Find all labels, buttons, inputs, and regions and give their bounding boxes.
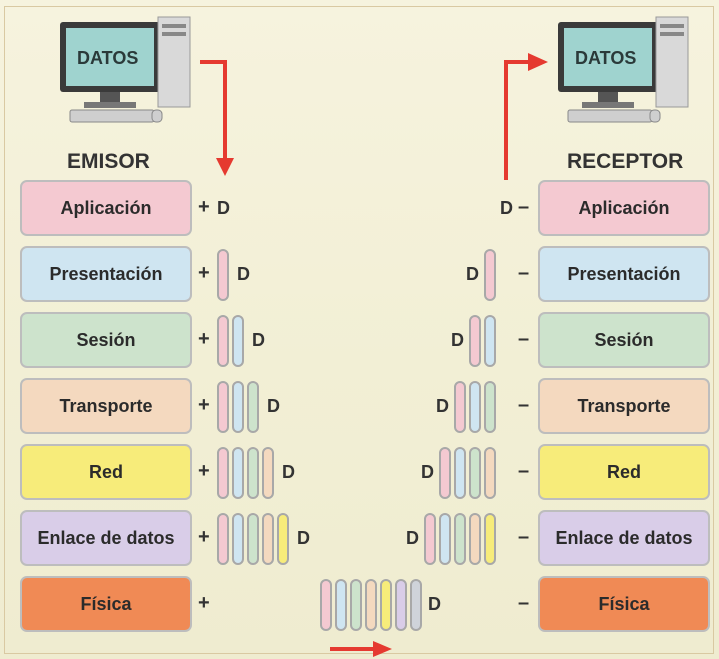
emisor-plus-7: + bbox=[198, 592, 210, 614]
receptor-data-label: DATOS bbox=[575, 48, 637, 68]
transit-header-pill bbox=[395, 579, 407, 631]
bottom-arrow-head bbox=[373, 641, 392, 657]
receptor-data-d-4: D bbox=[436, 396, 449, 416]
receptor-layer-7: Física bbox=[538, 576, 710, 632]
receptor-layer-4: Transporte bbox=[538, 378, 710, 434]
emisor-header-pill bbox=[232, 381, 244, 433]
emisor-plus-4: + bbox=[198, 394, 210, 416]
receptor-layer-6: Enlace de datos bbox=[538, 510, 710, 566]
emisor-header-pill bbox=[217, 513, 229, 565]
emisor-plus-1: + bbox=[198, 196, 210, 218]
receptor-minus-4: – bbox=[518, 394, 530, 416]
receptor-header-pill bbox=[484, 513, 496, 565]
flow-arrows bbox=[200, 53, 548, 657]
receptor-header-pill bbox=[424, 513, 436, 565]
emisor-header-pill bbox=[217, 315, 229, 367]
emisor-data-d-5: D bbox=[282, 462, 295, 482]
transit-data-d: D bbox=[428, 594, 441, 614]
emisor-header-pill bbox=[217, 447, 229, 499]
emisor-header-pill bbox=[247, 381, 259, 433]
emisor-data-d-4: D bbox=[267, 396, 280, 416]
transit-header-pill bbox=[320, 579, 332, 631]
emisor-layer-6: Enlace de datos bbox=[20, 510, 192, 566]
receptor-minus-5: – bbox=[518, 460, 530, 482]
emisor-layer-3: Sesión bbox=[20, 312, 192, 368]
receptor-layer-1: Aplicación bbox=[538, 180, 710, 236]
up-arrow bbox=[504, 60, 530, 180]
receptor-header-pill bbox=[439, 447, 451, 499]
emisor-data-d-3: D bbox=[252, 330, 265, 350]
receptor-layer-3: Sesión bbox=[538, 312, 710, 368]
receptor-minus-2: – bbox=[518, 262, 530, 284]
receptor-header-pill bbox=[439, 513, 451, 565]
emisor-layer-5: Red bbox=[20, 444, 192, 500]
emisor-layer-2: Presentación bbox=[20, 246, 192, 302]
emisor-header-pill bbox=[217, 381, 229, 433]
receptor-header-pill bbox=[484, 249, 496, 301]
transit-header-pill bbox=[380, 579, 392, 631]
receptor-computer-icon bbox=[558, 16, 689, 123]
emisor-header-pill bbox=[217, 249, 229, 301]
down-arrow-head bbox=[216, 158, 234, 176]
receptor-data-d-6: D bbox=[406, 528, 419, 548]
receptor-header-pill bbox=[454, 381, 466, 433]
emisor-header-pill bbox=[247, 447, 259, 499]
emisor-header-pill bbox=[232, 447, 244, 499]
emisor-plus-2: + bbox=[198, 262, 210, 284]
emisor-data-d-1: D bbox=[217, 198, 230, 218]
emisor-header-pill bbox=[232, 513, 244, 565]
receptor-layer-5: Red bbox=[538, 444, 710, 500]
emisor-data-label: DATOS bbox=[77, 48, 139, 68]
receptor-data-d-5: D bbox=[421, 462, 434, 482]
emisor-plus-3: + bbox=[198, 328, 210, 350]
receptor-header-pill bbox=[469, 513, 481, 565]
receptor-header-pill bbox=[454, 513, 466, 565]
emisor-header-pill bbox=[262, 447, 274, 499]
receptor-data-d-3: D bbox=[451, 330, 464, 350]
emisor-data-d-2: D bbox=[237, 264, 250, 284]
receptor-minus-1: – bbox=[518, 196, 530, 218]
down-arrow bbox=[200, 60, 227, 160]
emisor-header-pill bbox=[247, 513, 259, 565]
emisor-header-pill bbox=[262, 513, 274, 565]
receptor-data-d-2: D bbox=[466, 264, 479, 284]
transit-header-pill bbox=[365, 579, 377, 631]
diagram-frame bbox=[4, 6, 714, 654]
transit-header-pill bbox=[350, 579, 362, 631]
receptor-title: RECEPTOR bbox=[567, 150, 684, 173]
receptor-header-pill bbox=[469, 315, 481, 367]
emisor-header-pill bbox=[232, 315, 244, 367]
receptor-minus-6: – bbox=[518, 526, 530, 548]
receptor-minus-7: – bbox=[518, 592, 530, 614]
emisor-layer-4: Transporte bbox=[20, 378, 192, 434]
receptor-header-pill bbox=[454, 447, 466, 499]
emisor-layer-7: Física bbox=[20, 576, 192, 632]
receptor-header-pill bbox=[484, 381, 496, 433]
receptor-layer-2: Presentación bbox=[538, 246, 710, 302]
receptor-header-pill bbox=[484, 447, 496, 499]
transit-header-pill bbox=[335, 579, 347, 631]
emisor-plus-6: + bbox=[198, 526, 210, 548]
emisor-layer-1: Aplicación bbox=[20, 180, 192, 236]
emisor-plus-5: + bbox=[198, 460, 210, 482]
emisor-computer-icon bbox=[60, 16, 191, 123]
receptor-data-d-1: D bbox=[500, 198, 513, 218]
receptor-header-pill bbox=[469, 447, 481, 499]
receptor-header-pill bbox=[469, 381, 481, 433]
emisor-header-pill bbox=[277, 513, 289, 565]
transit-header-pill bbox=[410, 579, 422, 631]
emisor-data-d-6: D bbox=[297, 528, 310, 548]
up-arrow-head bbox=[528, 53, 548, 71]
emisor-title: EMISOR bbox=[67, 150, 150, 173]
receptor-minus-3: – bbox=[518, 328, 530, 350]
receptor-header-pill bbox=[484, 315, 496, 367]
